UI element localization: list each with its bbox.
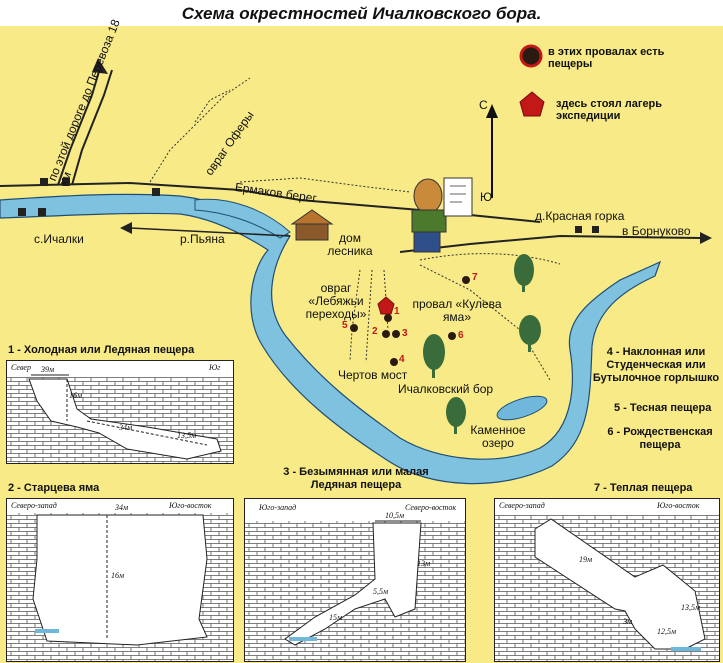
explorer-figure-icon [411, 177, 473, 253]
label-pyana: р.Пьяна [180, 232, 225, 246]
building-mark [152, 188, 160, 196]
road-ichalki [129, 227, 291, 237]
inset-cave-3: Юго-запад Северо-восток 10,5м 13м 5,5м 1… [244, 498, 466, 662]
inset-1-dim: 34м [119, 423, 133, 432]
arrow-bornukovo [700, 232, 712, 244]
inset-7-dim: 13,5м [681, 603, 701, 612]
building-mark [18, 208, 26, 216]
cave-markers [350, 276, 470, 366]
map-title: Схема окрестностей Ичалковского бора. [181, 4, 542, 23]
inset-3-dim: 13м [417, 559, 431, 568]
inset-2-title: 2 - Старцева яма [8, 482, 100, 494]
inset-cave-1: Север Юг 39м 16м 34м 13,5м [6, 360, 234, 464]
ravine-ermakov [239, 177, 411, 193]
label-kamennoe-ozero: Каменное озеро [470, 423, 526, 450]
inset-3-dir-left: Юго-запад [259, 503, 297, 512]
cave-list-6: 6 - Рождественская пещера [607, 426, 713, 451]
inset-1-dim: 13,5м [177, 431, 197, 440]
compass-north: С [479, 98, 488, 112]
inset-7-dir-left: Северо-запад [499, 501, 545, 510]
camp-marker-icon [519, 91, 545, 117]
building-mark [38, 208, 46, 216]
tree-icon [423, 254, 541, 434]
cave-number: 4 [399, 354, 405, 365]
inset-1-dir-right: Юг [209, 363, 221, 372]
building-mark [575, 226, 582, 233]
legend-camp: здесь стоял лагерь экспедиции [556, 98, 663, 122]
label-chertov-most: Чертов мост [338, 368, 408, 382]
cave-list-4: 4 - Наклонная или Студенческая или Бутыл… [592, 346, 720, 384]
label-ravine-lebyazhi: овраг «Лебяжьи переходы» [305, 281, 367, 321]
inset-3-dim: 5,5м [373, 587, 389, 596]
building-mark [592, 226, 599, 233]
inset-2-dim: 34м [115, 503, 129, 512]
inset-cave-7: Северо-запад Юго-восток 19м 13,5м 12,5м … [494, 498, 720, 662]
label-krasnaya-gorka: д.Красная горка [535, 209, 625, 223]
forester-house-icon [290, 209, 334, 241]
inset-7-title: 7 - Теплая пещера [594, 482, 693, 494]
forest-edge [419, 253, 561, 265]
inset-7-dir-right: Юго-восток [657, 501, 700, 510]
compass-south: Ю [480, 190, 493, 204]
cave-number: 1 [394, 306, 400, 317]
legend-caves: в этих провалах есть пещеры [548, 46, 665, 70]
label-to-bornukovo: в Борнуково [622, 224, 691, 238]
label-ichalkovsky-bor: Ичалковский бор [398, 382, 494, 396]
cave-list-5: 5 - Тесная пещера [614, 402, 712, 414]
inset-1-dir-left: Север [11, 363, 31, 372]
cave-number: 6 [458, 330, 464, 341]
road-to-perevoz [57, 67, 101, 186]
cave-number: 5 [342, 320, 348, 331]
label-proval-kuleva: провал «Кулева яма» [412, 297, 502, 324]
cave-number: 7 [472, 272, 478, 283]
building-mark [62, 178, 70, 186]
label-ichalki: с.Ичалки [34, 232, 84, 246]
inset-cave-2: Северо-запад Юго-восток 34м 16м [6, 498, 234, 662]
inset-2-dir-left: Северо-запад [11, 501, 57, 510]
inset-7-dim: 3м [623, 617, 633, 626]
ravine-kuleva [419, 264, 551, 381]
inset-3-dim: 10,5м [385, 511, 405, 520]
ravine-ofery [149, 77, 251, 183]
camp-marker-on-map [377, 296, 395, 315]
inset-3-dim: 15м [329, 613, 343, 622]
compass-icon [486, 104, 498, 198]
inset-7-dim: 12,5м [657, 627, 677, 636]
river-pyana [0, 193, 662, 485]
inset-1-dim: 16м [69, 391, 83, 400]
building-mark [40, 178, 48, 186]
road-to-perevoz-2 [71, 69, 113, 186]
cave-number: 2 [372, 326, 378, 337]
inset-2-dir-right: Юго-восток [169, 501, 212, 510]
inset-3-dir-right: Северо-восток [405, 503, 457, 512]
arrow-ichalki [120, 222, 132, 234]
label-forester-house: дом лесника [327, 231, 373, 258]
inset-1-title: 1 - Холодная или Ледяная пещера [8, 344, 195, 356]
inset-2-dim: 16м [111, 571, 125, 580]
inset-7-dim: 19м [579, 555, 593, 564]
ravine-lebyazhi [349, 269, 389, 363]
cave-marker-icon [519, 44, 543, 68]
inset-3-title: 3 - Безымянная или малая Ледяная пещера [283, 466, 429, 491]
lake-kamennoe [496, 395, 548, 421]
cave-number: 3 [402, 328, 408, 339]
arrow-perevoz [92, 58, 108, 74]
inset-1-dim: 39м [41, 365, 55, 374]
